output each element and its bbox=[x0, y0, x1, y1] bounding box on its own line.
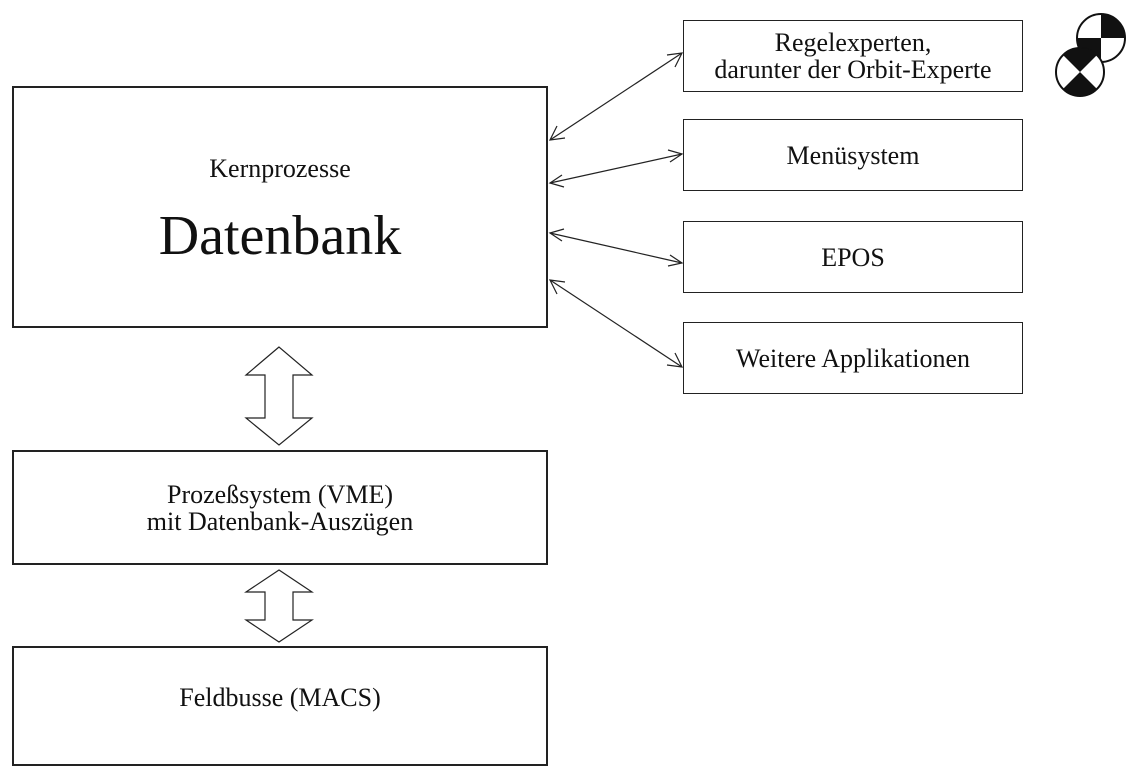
app-box-epos: EPOS bbox=[683, 221, 1023, 293]
app-box-menuesystem: Menüsystem bbox=[683, 119, 1023, 191]
core-name: Datenbank bbox=[158, 204, 402, 267]
app-label: Menüsystem bbox=[786, 140, 920, 170]
app-label: EPOS bbox=[821, 242, 885, 272]
double-arrow-datenbank-prozess bbox=[244, 346, 314, 446]
app-box-regelexperten: Regelexperten, darunter der Orbit-Expert… bbox=[683, 20, 1023, 92]
double-arrow-prozess-feldbusse bbox=[244, 569, 314, 643]
app-label-line2: darunter der Orbit-Experte bbox=[714, 55, 992, 84]
arrow-regelexperten bbox=[548, 52, 684, 141]
checkered-circles-logo bbox=[1055, 13, 1126, 97]
app-label: Weitere Applikationen bbox=[736, 343, 970, 373]
field-bus-box: Feldbusse (MACS) bbox=[12, 646, 548, 766]
arrow-menuesystem bbox=[548, 149, 684, 188]
field-label: Feldbusse (MACS) bbox=[179, 683, 381, 712]
process-system-box: Prozeßsystem (VME) mit Datenbank-Auszüge… bbox=[12, 450, 548, 565]
process-label-line2: mit Datenbank-Auszügen bbox=[146, 506, 414, 536]
arrow-weitere-applikationen bbox=[548, 279, 684, 368]
app-box-weitere-applikationen: Weitere Applikationen bbox=[683, 322, 1023, 394]
core-title: Kernprozesse bbox=[209, 153, 351, 183]
process-label-line1: Prozeßsystem (VME) bbox=[166, 479, 393, 509]
arrow-epos bbox=[548, 228, 684, 267]
core-datenbank-box: Kernprozesse Datenbank bbox=[12, 86, 548, 328]
app-label-line1: Regelexperten, bbox=[774, 28, 932, 57]
